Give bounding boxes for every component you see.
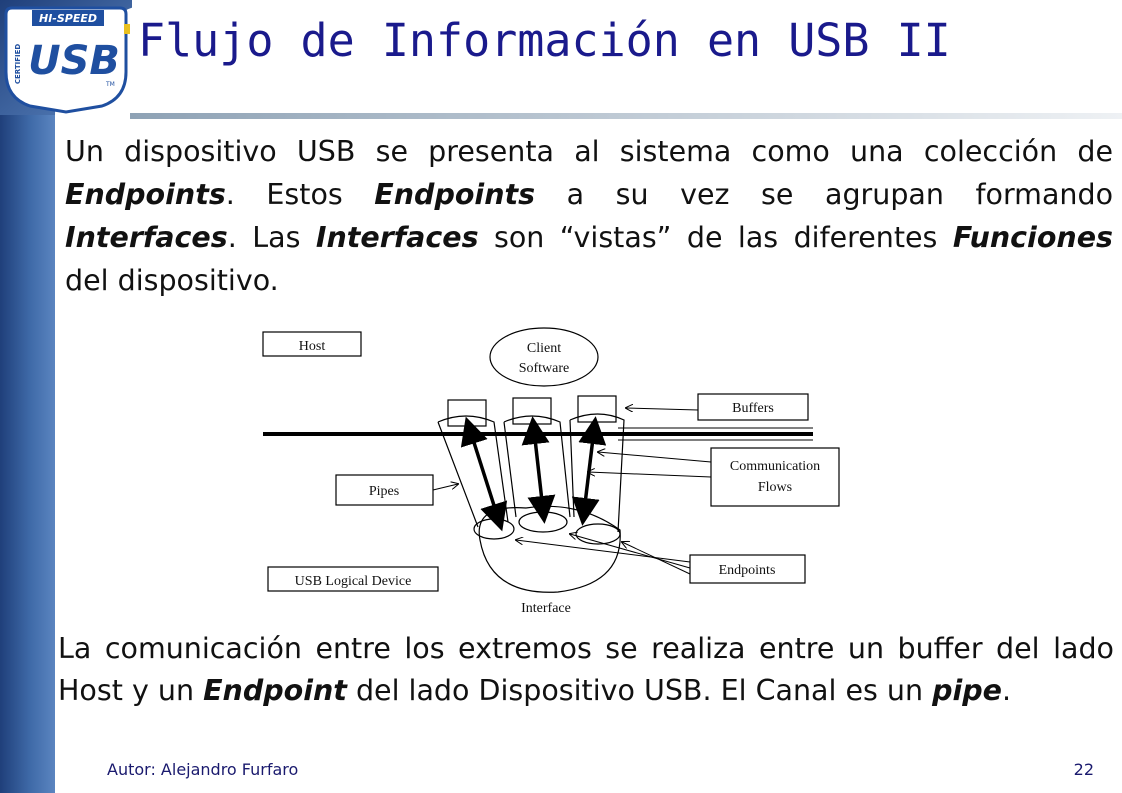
buffer-1 (447, 399, 487, 427)
pipes-label: Pipes (369, 484, 399, 499)
endpoints-pointer-3 (622, 542, 691, 575)
interface-shape (478, 505, 621, 593)
client-software-label-2: Software (519, 361, 570, 376)
svg-text:HI-SPEED: HI-SPEED (39, 12, 97, 25)
communication-flows-label-1: Communication (730, 459, 820, 474)
flow-arrow-3 (571, 416, 607, 526)
title-underline (130, 113, 1122, 119)
flow-arrow-2 (521, 416, 556, 524)
svg-text:CERTIFIED: CERTIFIED (14, 44, 22, 85)
page-number: 22 (1073, 760, 1094, 779)
usb-logical-device-label: USB Logical Device (295, 574, 412, 589)
footer-author: Autor: Alejandro Furfaro (107, 760, 299, 779)
svg-text:USB: USB (28, 38, 120, 84)
usb-logo-icon: HI-SPEED CERTIFIED USB TM (4, 6, 130, 114)
intro-paragraph: Un dispositivo USB se presenta al sistem… (65, 135, 1114, 297)
endpoints-pointer-1 (516, 540, 691, 563)
flows-pointer-2 (588, 472, 712, 478)
pipes-pointer (432, 484, 458, 491)
client-software-ellipse (489, 327, 599, 387)
client-software-label-1: Client (527, 341, 561, 356)
buffers-label: Buffers (732, 401, 774, 416)
buffer-2 (512, 397, 552, 425)
host-label: Host (299, 339, 326, 354)
left-sidebar-bar (0, 115, 55, 793)
endpoints-label: Endpoints (719, 563, 776, 578)
endpoint-3 (575, 523, 621, 545)
svg-text:TM: TM (105, 81, 115, 88)
endpoint-2 (518, 511, 568, 533)
host-box (262, 331, 362, 357)
flow-arrow-1 (460, 416, 508, 532)
communication-paragraph: La comunicación entre los extremos se re… (58, 632, 1114, 707)
buffers-pointer (626, 408, 699, 410)
communication-flows-box (710, 447, 840, 507)
endpoint-1 (473, 518, 515, 540)
endpoints-box (689, 554, 806, 584)
flows-pointer-1 (598, 452, 712, 463)
usb-logical-device-box (267, 566, 439, 592)
buffers-box (697, 393, 809, 421)
usb-flow-diagram: Host Client Software Buffers Communicati… (262, 327, 840, 616)
buffer-3 (577, 395, 617, 423)
interface-label: Interface (521, 601, 571, 616)
slide-title: Flujo de Información en USB II (138, 14, 951, 67)
endpoints-pointer-2 (570, 534, 691, 569)
communication-flows-label-2: Flows (758, 480, 792, 495)
